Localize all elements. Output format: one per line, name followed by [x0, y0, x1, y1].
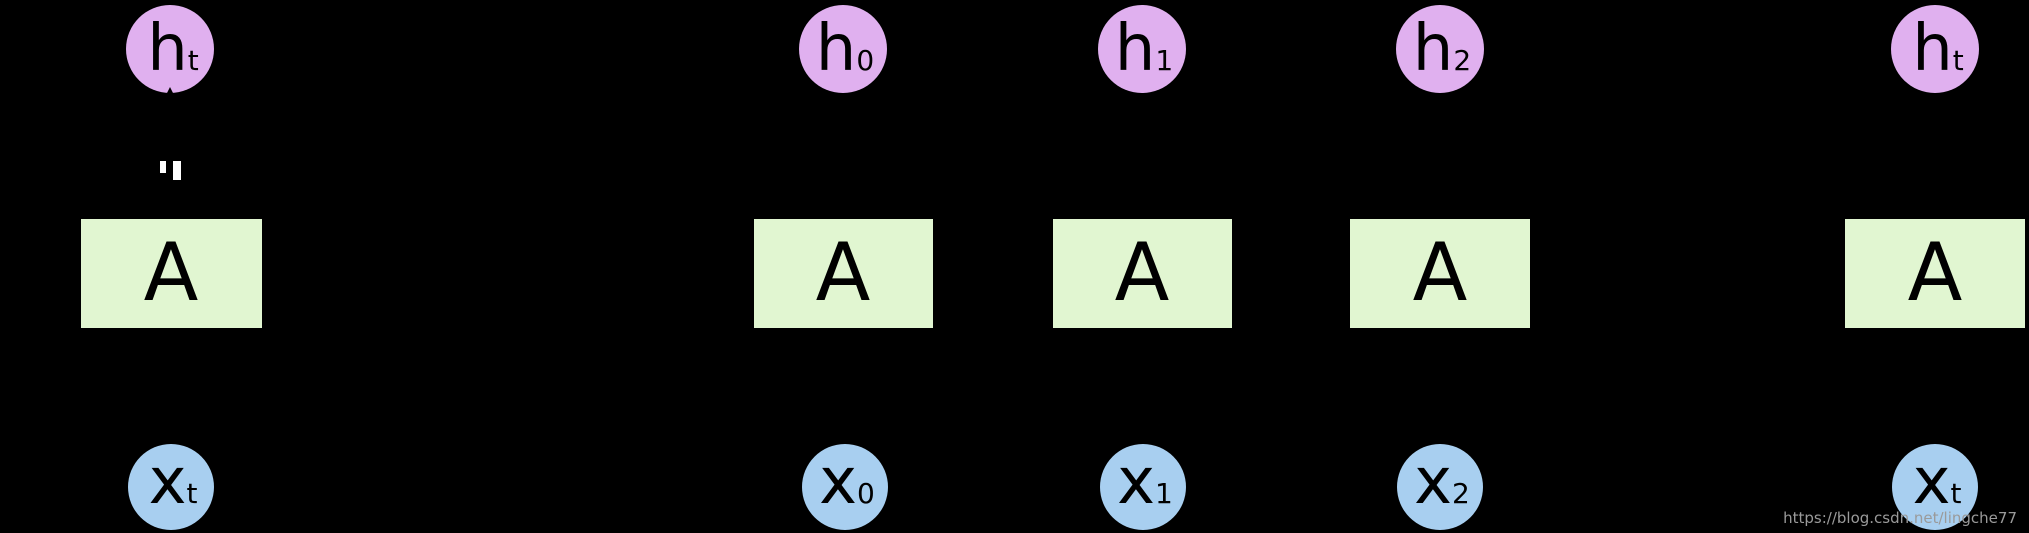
hidden-base: h: [1912, 12, 1953, 86]
hidden-circle: [1098, 5, 1186, 93]
folded-input-node: xt: [128, 444, 214, 530]
unrolled-rnn: h0 A x0 h1: [754, 5, 2025, 530]
input-label: xt: [149, 445, 198, 519]
input-subscript: t: [186, 477, 197, 510]
input-label: xt: [1913, 445, 1962, 519]
cell-box: [1053, 219, 1232, 328]
step-0-input-node: x0: [802, 444, 888, 530]
hidden-label: h2: [1413, 12, 1471, 86]
equals-bar-bottom: [370, 282, 414, 288]
step-2-hidden-node: h2: [1396, 5, 1484, 93]
cell-label: A: [1908, 226, 1963, 319]
cell-label: A: [1115, 226, 1170, 319]
step-2-input-node: x2: [1397, 444, 1483, 530]
step-0: h0 A x0: [754, 5, 1058, 530]
cell-box: [1845, 219, 2025, 328]
ellipsis-dot: [1694, 267, 1706, 279]
step-t-hidden-node: ht: [1891, 5, 1979, 93]
hidden-label: ht: [147, 12, 199, 86]
hidden-subscript: 2: [1453, 44, 1471, 77]
input-label: x0: [819, 445, 875, 519]
cell-label: A: [144, 226, 199, 319]
hidden-subscript: t: [188, 44, 199, 77]
input-subscript: 2: [1452, 477, 1470, 510]
hidden-base: h: [816, 12, 857, 86]
folded-cell: A: [81, 219, 262, 328]
equals-sign: [370, 262, 414, 288]
hidden-subscript: 0: [856, 44, 874, 77]
ellipsis-dot: [1624, 267, 1636, 279]
hidden-label: ht: [1912, 12, 1964, 86]
hidden-subscript: 1: [1155, 44, 1173, 77]
loop-mark-right: [173, 161, 181, 180]
hidden-circle: [799, 5, 887, 93]
input-circle: [802, 444, 888, 530]
cell-label: A: [816, 226, 871, 319]
hidden-label: h1: [1115, 12, 1173, 86]
input-label: x2: [1414, 445, 1470, 519]
hidden-circle: [126, 5, 214, 93]
hidden-base: h: [1115, 12, 1156, 86]
hidden-circle: [1396, 5, 1484, 93]
input-circle: [1100, 444, 1186, 530]
equals-bar-top: [370, 262, 414, 268]
watermark: https://blog.csdn.net/lingche77: [1783, 509, 2017, 527]
hidden-circle: [1891, 5, 1979, 93]
cell-box: [754, 219, 933, 328]
input-base: x: [1117, 445, 1155, 519]
step-1-cell: A: [1053, 219, 1232, 328]
input-subscript: 1: [1155, 477, 1173, 510]
folded-hidden-node: ht: [126, 5, 214, 93]
folded-rnn: ht A xt: [81, 5, 315, 530]
hidden-subscript: t: [1953, 44, 1964, 77]
input-base: x: [149, 445, 187, 519]
step-1: h1 A x1: [1053, 5, 1355, 530]
step-t: ht A xt: [1845, 5, 2025, 530]
ellipsis-dot: [1659, 267, 1671, 279]
step-t-input-node: xt: [1892, 444, 1978, 530]
input-circle: [128, 444, 214, 530]
input-base: x: [1913, 445, 1951, 519]
input-circle: [1892, 444, 1978, 530]
input-label: x1: [1117, 445, 1173, 519]
step-2-cell: A: [1350, 219, 1530, 328]
input-circle: [1397, 444, 1483, 530]
input-subscript: 0: [857, 477, 875, 510]
cell-box: [1350, 219, 1530, 328]
step-1-input-node: x1: [1100, 444, 1186, 530]
loop-mark: [160, 161, 181, 180]
hidden-label: h0: [816, 12, 874, 86]
loop-mark-left: [160, 161, 166, 173]
step-0-cell: A: [754, 219, 933, 328]
ellipsis-dots: [1624, 253, 1850, 293]
hidden-base: h: [147, 12, 188, 86]
input-base: x: [819, 445, 857, 519]
hidden-base: h: [1413, 12, 1454, 86]
step-0-hidden-node: h0: [799, 5, 887, 93]
folded-recurrent-loop: [260, 247, 315, 312]
step-2: h2 A x2: [1350, 5, 1608, 530]
step-t-cell: A: [1845, 219, 2025, 328]
input-subscript: t: [1950, 477, 1961, 510]
cell-label: A: [1413, 226, 1468, 319]
step-1-hidden-node: h1: [1098, 5, 1186, 93]
cell-box: [81, 219, 262, 328]
input-base: x: [1414, 445, 1452, 519]
